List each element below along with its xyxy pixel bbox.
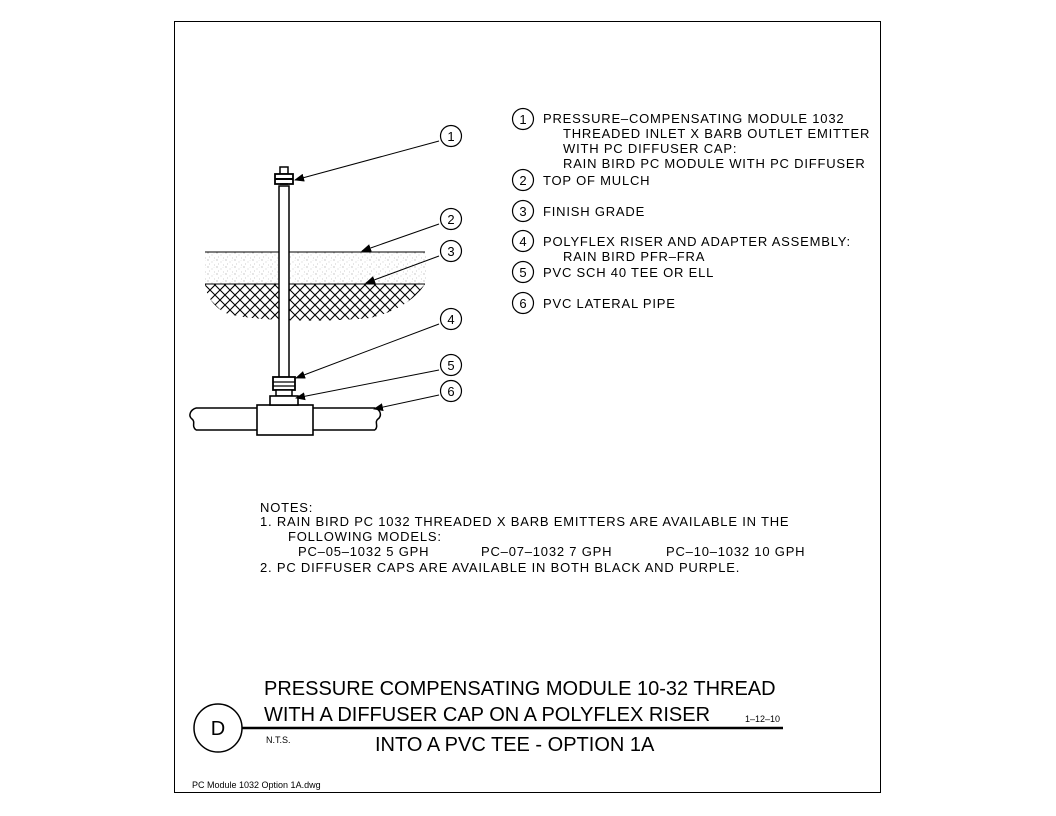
svg-text:RAIN BIRD PFR–FRA: RAIN BIRD PFR–FRA [563,249,705,264]
svg-text:3: 3 [447,244,454,259]
drawing-filename: PC Module 1032 Option 1A.dwg [192,780,321,790]
soil-hatch [205,284,425,321]
legend: 1 PRESSURE–COMPENSATING MODULE 1032 THRE… [511,107,870,315]
title-line-3: INTO A PVC TEE - OPTION 1A [375,734,655,756]
callout-bubble-3: 3 [439,239,463,263]
callout-bubble-4: 4 [439,307,463,331]
svg-text:4: 4 [519,234,526,249]
svg-text:WITH PC DIFFUSER CAP:: WITH PC DIFFUSER CAP: [563,141,737,156]
callout-bubble-6: 6 [439,379,463,403]
drawing-sheet-border [174,21,881,793]
callout-bubble-5: 5 [439,353,463,377]
svg-text:1: 1 [519,112,526,127]
svg-text:5: 5 [519,265,526,280]
legend-item-6: 6 PVC LATERAL PIPE [511,291,676,315]
svg-text:PVC SCH 40 TEE OR ELL: PVC SCH 40 TEE OR ELL [543,265,714,280]
title-block: D PRESSURE COMPENSATING MODULE 10-32 THR… [193,678,783,756]
title-line-2: WITH A DIFFUSER CAP ON A POLYFLEX RISER [264,704,710,726]
mulch-layer [205,252,427,284]
legend-item-4: 4 POLYFLEX RISER AND ADAPTER ASSEMBLY: R… [511,229,851,264]
notes-heading: NOTES: [260,500,313,515]
svg-text:RAIN BIRD PC MODULE WITH PC DI: RAIN BIRD PC MODULE WITH PC DIFFUSER [563,156,866,171]
svg-text:THREADED INLET X BARB OUTLET E: THREADED INLET X BARB OUTLET EMITTER [563,126,870,141]
note-1-cont: FOLLOWING MODELS: [288,529,442,544]
title-line-1: PRESSURE COMPENSATING MODULE 10-32 THREA… [264,678,776,700]
callout-bubble-2: 2 [439,207,463,231]
svg-text:4: 4 [447,312,454,327]
svg-text:6: 6 [519,296,526,311]
svg-text:3: 3 [519,204,526,219]
legend-item-5: 5 PVC SCH 40 TEE OR ELL [511,260,714,284]
note-2: 2. PC DIFFUSER CAPS ARE AVAILABLE IN BOT… [260,560,740,575]
note-1: 1. RAIN BIRD PC 1032 THREADED X BARB EMI… [260,514,789,529]
notes-block: NOTES: 1. RAIN BIRD PC 1032 THREADED X B… [260,500,805,575]
svg-text:PVC LATERAL PIPE: PVC LATERAL PIPE [543,296,676,311]
svg-text:2: 2 [519,173,526,188]
legend-item-1: 1 PRESSURE–COMPENSATING MODULE 1032 THRE… [511,107,870,171]
pvc-tee [256,395,314,436]
svg-text:FINISH GRADE: FINISH GRADE [543,204,645,219]
svg-text:TOP OF MULCH: TOP OF MULCH [543,173,650,188]
svg-text:5: 5 [447,358,454,373]
detail-letter: D [211,718,225,740]
model-pc-05: PC–05–1032 5 GPH [298,544,429,559]
callout-bubble-1: 1 [439,124,463,148]
svg-text:6: 6 [447,384,454,399]
model-pc-07: PC–07–1032 7 GPH [481,544,612,559]
legend-item-2: 2 TOP OF MULCH [511,168,650,192]
title-date: 1–12–10 [745,714,780,724]
pc-module-emitter [274,166,294,185]
riser-adapter [272,376,296,397]
leader-lines [294,140,440,412]
model-pc-10: PC–10–1032 10 GPH [666,544,805,559]
scale-label: N.T.S. [266,735,291,745]
svg-text:POLYFLEX RISER AND ADAPTER ASS: POLYFLEX RISER AND ADAPTER ASSEMBLY: [543,234,851,249]
svg-text:1: 1 [447,129,454,144]
legend-item-3: 3 FINISH GRADE [511,199,645,223]
svg-text:2: 2 [447,212,454,227]
svg-text:PRESSURE–COMPENSATING MODULE 1: PRESSURE–COMPENSATING MODULE 1032 [543,111,844,126]
